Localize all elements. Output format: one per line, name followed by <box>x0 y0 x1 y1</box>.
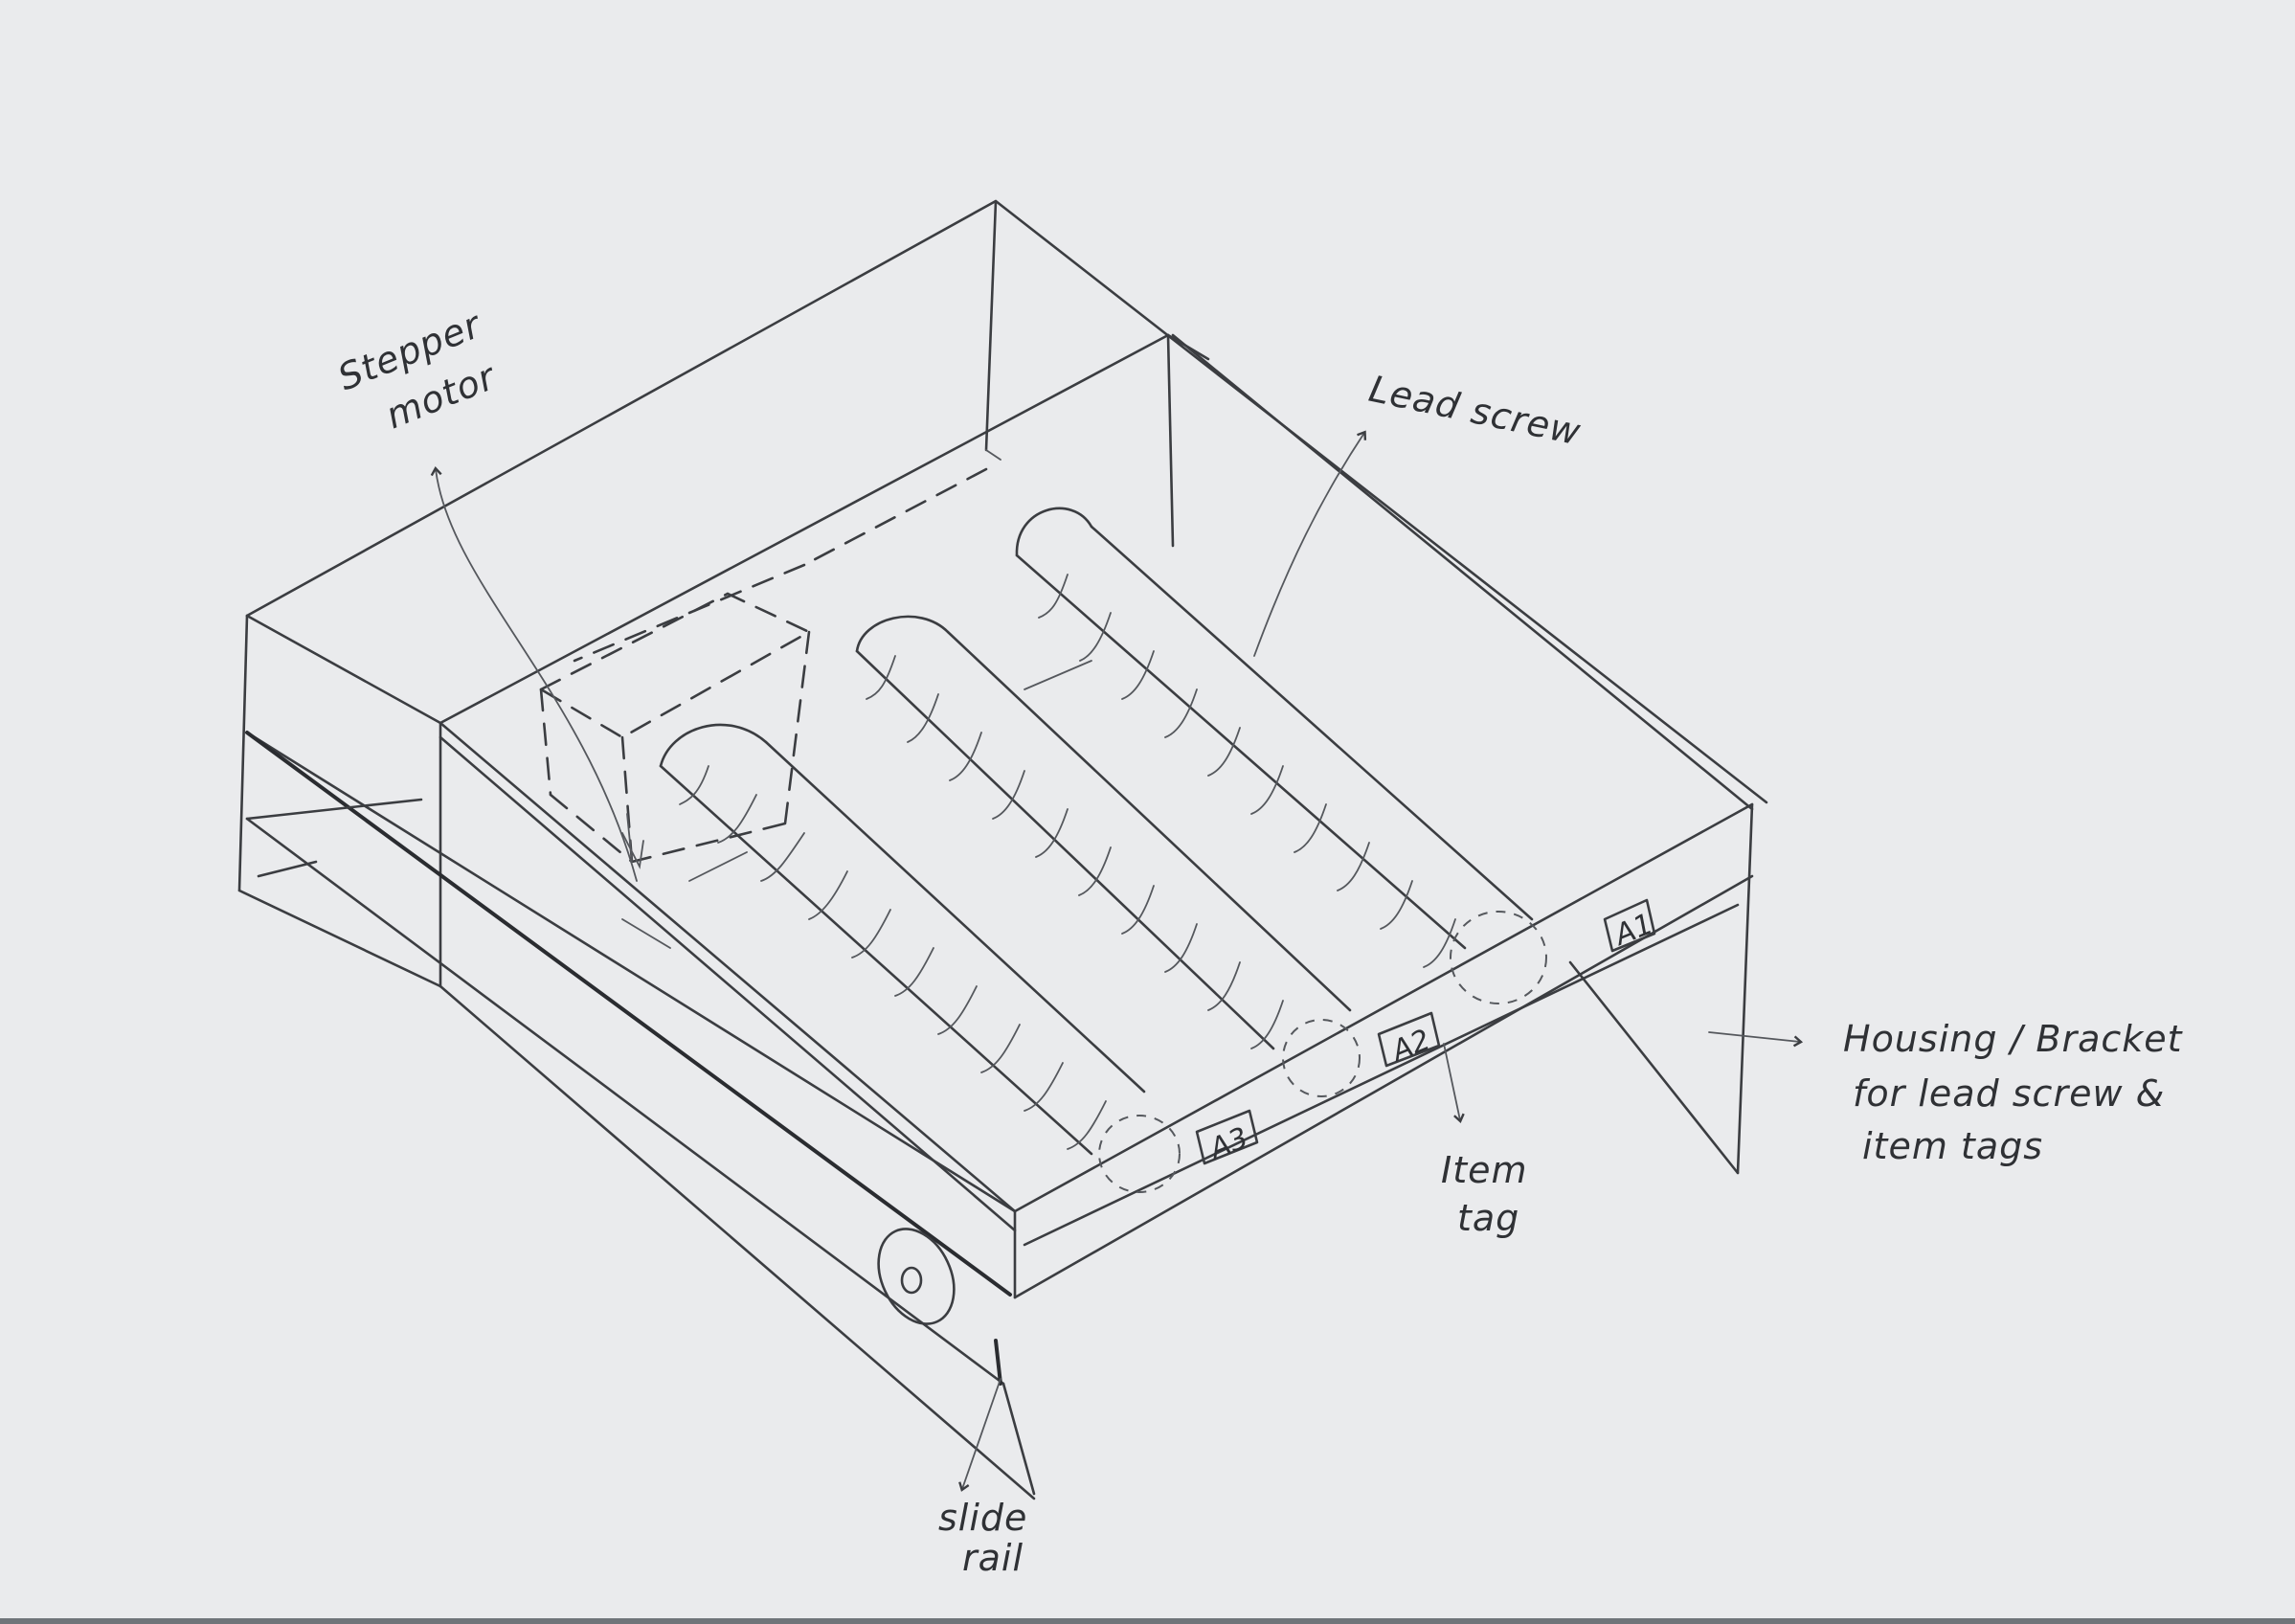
svg-text:rail: rail <box>962 1537 1024 1579</box>
svg-text:Housing / Bracket: Housing / Bracket <box>1843 1018 2184 1060</box>
svg-text:slide: slide <box>938 1497 1027 1539</box>
svg-text:Item: Item <box>1441 1149 1528 1191</box>
svg-text:item tags: item tags <box>1862 1125 2043 1167</box>
svg-text:for lead screw &: for lead screw & <box>1853 1072 2165 1115</box>
svg-text:tag: tag <box>1457 1197 1519 1239</box>
